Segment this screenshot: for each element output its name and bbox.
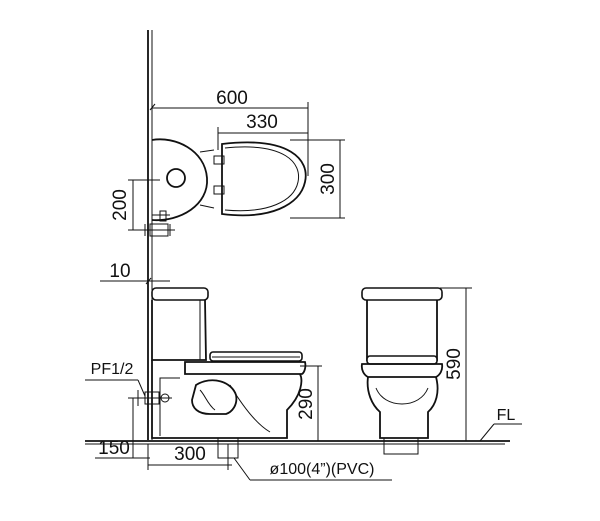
outlet-spec-label: ø100(4”)(PVC) <box>270 461 375 478</box>
dim-200-label: 200 <box>110 189 131 221</box>
dim-300-outlet-label: 300 <box>174 444 206 465</box>
top-view <box>144 138 307 237</box>
dim-10-label: 10 <box>109 261 130 282</box>
dim-bowl-depth: 300 <box>290 139 345 219</box>
pf-label: PF1/2 <box>91 361 134 378</box>
dim-590-label: 590 <box>444 348 465 380</box>
supply-callout: PF1/2 <box>85 361 146 397</box>
dim-290-label: 290 <box>296 388 317 420</box>
outlet-callout: ø100(4”)(PVC) <box>233 457 392 481</box>
dim-wall-gap: 10 <box>100 261 170 285</box>
dim-outlet-offset: 300 <box>147 444 232 470</box>
dim-inlet-offset: 200 <box>110 179 160 231</box>
dim-bowl-width: 330 <box>217 112 308 150</box>
dim-supply-height: 150 <box>95 397 150 459</box>
dim-overall-width: 600 <box>149 88 309 176</box>
dim-150-label: 150 <box>98 438 130 459</box>
dim-total-height: 590 <box>440 287 472 441</box>
supply-valve-top <box>144 210 175 237</box>
dim-600-label: 600 <box>216 88 248 109</box>
front-view <box>360 287 444 455</box>
dim-bowl-height: 290 <box>296 365 322 441</box>
fl-label: FL <box>497 407 516 424</box>
floor-callout: FL <box>479 407 522 442</box>
floor-line <box>85 440 510 445</box>
dim-300-depth-label: 300 <box>318 163 339 195</box>
dim-330-label: 330 <box>246 112 278 133</box>
side-view <box>137 287 307 459</box>
